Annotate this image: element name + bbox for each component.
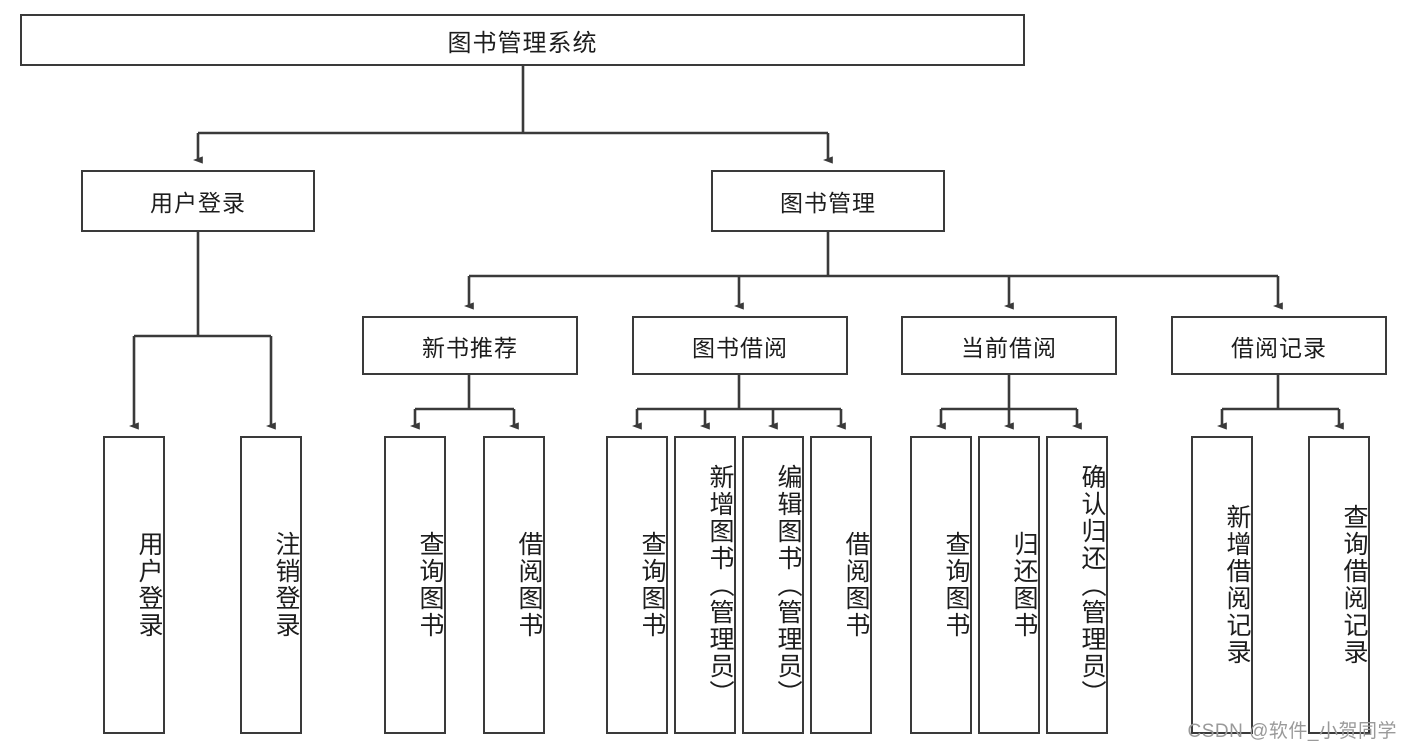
node-borrow-record-label: 借阅记录 bbox=[1231, 334, 1327, 361]
node-book-manage[interactable]: 图书管理 bbox=[711, 170, 945, 232]
node-leaf-add-record[interactable]: 新增借阅记录 bbox=[1191, 436, 1253, 734]
node-leaf-borrow-book-1-label: 借阅图书 bbox=[515, 531, 543, 639]
node-new-book-recommend[interactable]: 新书推荐 bbox=[362, 316, 578, 375]
node-leaf-add-record-label: 新增借阅记录 bbox=[1223, 504, 1251, 666]
node-new-book-recommend-label: 新书推荐 bbox=[422, 334, 518, 361]
node-leaf-borrow-book-2-label: 借阅图书 bbox=[842, 531, 870, 639]
node-leaf-query-book-1[interactable]: 查询图书 bbox=[384, 436, 446, 734]
node-leaf-add-book[interactable]: 新增图书（管理员） bbox=[674, 436, 736, 734]
node-leaf-confirm-return-label: 确认归还（管理员） bbox=[1078, 463, 1106, 707]
node-leaf-add-book-label: 新增图书（管理员） bbox=[706, 463, 734, 707]
node-current-borrow-label: 当前借阅 bbox=[961, 334, 1057, 361]
node-leaf-user-logout-label: 注销登录 bbox=[272, 531, 300, 639]
node-leaf-return-book[interactable]: 归还图书 bbox=[978, 436, 1040, 734]
node-user-login[interactable]: 用户登录 bbox=[81, 170, 315, 232]
node-leaf-query-book-3-label: 查询图书 bbox=[942, 531, 970, 639]
node-root[interactable]: 图书管理系统 bbox=[20, 14, 1025, 66]
node-leaf-user-login-label: 用户登录 bbox=[135, 531, 163, 639]
node-user-login-label: 用户登录 bbox=[150, 190, 246, 216]
node-leaf-confirm-return[interactable]: 确认归还（管理员） bbox=[1046, 436, 1108, 734]
node-borrow-record[interactable]: 借阅记录 bbox=[1171, 316, 1387, 375]
node-root-label: 图书管理系统 bbox=[447, 29, 598, 57]
node-leaf-borrow-book-2[interactable]: 借阅图书 bbox=[810, 436, 872, 734]
node-leaf-user-login[interactable]: 用户登录 bbox=[103, 436, 165, 734]
node-current-borrow[interactable]: 当前借阅 bbox=[901, 316, 1117, 375]
node-leaf-borrow-book-1[interactable]: 借阅图书 bbox=[483, 436, 545, 734]
node-book-borrow-label: 图书借阅 bbox=[692, 334, 788, 361]
node-leaf-user-logout[interactable]: 注销登录 bbox=[240, 436, 302, 734]
node-leaf-query-book-2[interactable]: 查询图书 bbox=[606, 436, 668, 734]
node-leaf-query-book-3[interactable]: 查询图书 bbox=[910, 436, 972, 734]
node-book-borrow[interactable]: 图书借阅 bbox=[632, 316, 848, 375]
node-leaf-query-record-label: 查询借阅记录 bbox=[1340, 504, 1368, 666]
node-book-manage-label: 图书管理 bbox=[780, 190, 876, 216]
node-leaf-query-record[interactable]: 查询借阅记录 bbox=[1308, 436, 1370, 734]
node-leaf-query-book-2-label: 查询图书 bbox=[638, 531, 666, 639]
node-leaf-return-book-label: 归还图书 bbox=[1010, 531, 1038, 639]
node-leaf-edit-book[interactable]: 编辑图书（管理员） bbox=[742, 436, 804, 734]
node-leaf-query-book-1-label: 查询图书 bbox=[416, 531, 444, 639]
node-leaf-edit-book-label: 编辑图书（管理员） bbox=[774, 463, 802, 707]
